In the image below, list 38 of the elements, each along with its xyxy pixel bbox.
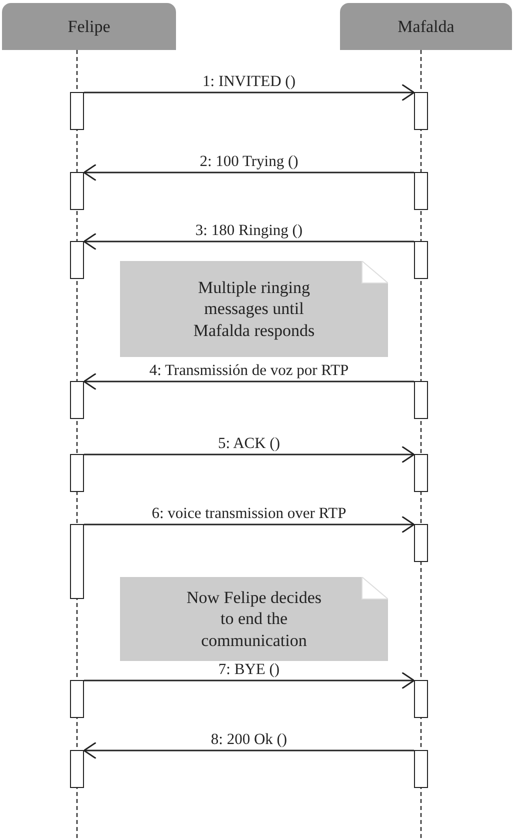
- message-arrow: [84, 672, 415, 690]
- activation-bar: [414, 172, 428, 210]
- lifeline-header: [340, 3, 512, 50]
- message-arrow: [83, 232, 414, 250]
- activation-bar: [70, 172, 84, 210]
- message-arrow: [83, 164, 414, 182]
- message-arrow: [84, 516, 415, 534]
- message-arrow: [84, 84, 415, 102]
- lifeline-header: [2, 3, 176, 50]
- activation-bar: [70, 454, 84, 492]
- note-text: Now Felipe decides to end the communication: [186, 587, 322, 651]
- message-label: 1: INVITED (): [200, 72, 298, 90]
- participant-name: Mafalda: [398, 16, 454, 36]
- message-label: 4: Transmissión de voz por RTP: [147, 362, 351, 378]
- message-label: 2: 100 Trying (): [198, 152, 300, 170]
- activation-bar: [414, 92, 428, 130]
- message-label: 3: 180 Ringing (): [193, 222, 305, 238]
- note-text: Multiple ringing messages until Mafalda responds: [192, 277, 316, 341]
- message-label: 8: 200 Ok (): [208, 730, 290, 748]
- message-label: 7: BYE (): [216, 660, 282, 678]
- activation-bar: [70, 381, 84, 419]
- activation-bar: [414, 241, 428, 279]
- activation-bar: [70, 92, 84, 130]
- activation-bar: [414, 381, 428, 419]
- message-arrow: [84, 446, 415, 464]
- activation-bar: [414, 454, 428, 492]
- message-arrow: [83, 372, 414, 390]
- activation-bar: [70, 680, 84, 718]
- message-label: 5: ACK (): [216, 434, 282, 452]
- participant-name: Felipe: [68, 16, 110, 36]
- activation-bar: [70, 524, 84, 599]
- activation-bar: [414, 750, 428, 788]
- activation-bar: [414, 524, 428, 562]
- activation-bar: [414, 680, 428, 718]
- message-arrow: [83, 742, 414, 760]
- activation-bar: [70, 241, 84, 279]
- activation-bar: [70, 750, 84, 788]
- message-label: 6: voice transmission over RTP: [150, 504, 348, 522]
